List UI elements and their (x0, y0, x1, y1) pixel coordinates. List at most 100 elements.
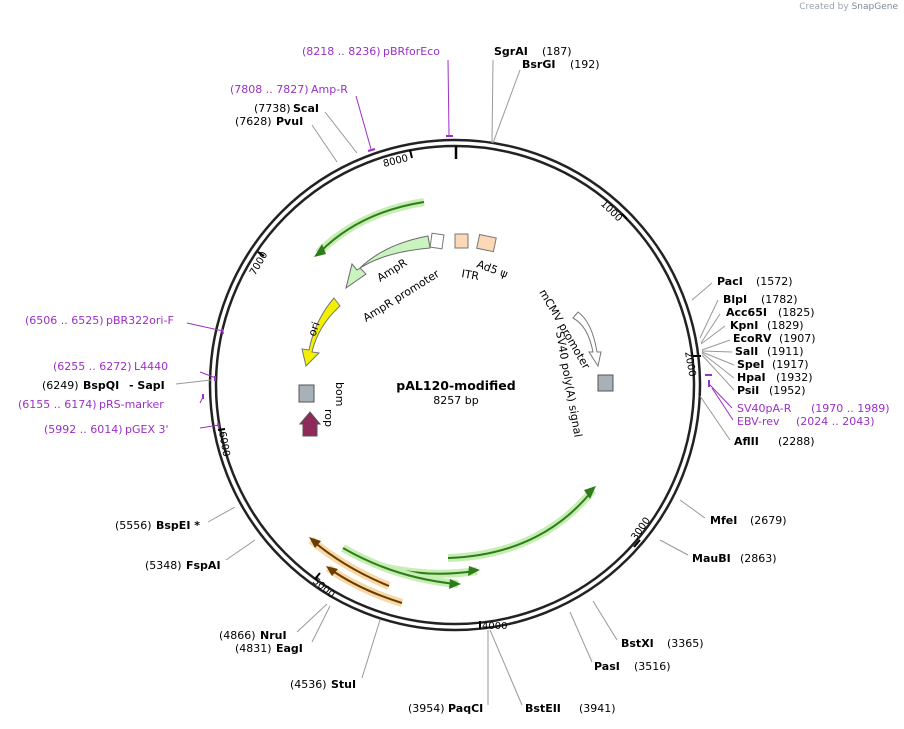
ad5-label: Ad5 ψ (475, 258, 510, 281)
leader-spei (701, 351, 735, 366)
tick-label-3000: 3000 (629, 516, 653, 543)
enzyme-pvui-pos: (7628) (235, 115, 272, 128)
leader-pasi (569, 611, 593, 663)
leader-aflii (699, 395, 731, 441)
primer-mark-ampr (367, 148, 376, 152)
tick-7000 (257, 251, 265, 257)
leader-acc65i (700, 313, 721, 344)
mcmv-promoter-arrow (572, 311, 602, 368)
enzyme-aflii: AflII (734, 435, 759, 448)
enzyme-paqci-pos: (3954) (408, 702, 445, 715)
green-arrow-bottom-right (447, 490, 593, 559)
enzyme-bspqi-pos: (6249) (42, 379, 79, 392)
enzyme-psii-pos: (1952) (769, 384, 806, 397)
tick-3000 (633, 539, 641, 548)
enzyme-sali: SalI (735, 345, 758, 358)
tick-label-7000: 7000 (248, 250, 270, 278)
enzyme-sali-pos: (1911) (767, 345, 804, 358)
snapgene-logo: SnapGene (851, 2, 898, 12)
primer-line-ebvrev (711, 387, 734, 421)
enzyme-eagi: EagI (276, 642, 303, 655)
primer-sv40pa: SV40pA-R (737, 402, 792, 415)
enzyme-fspai: FspAI (186, 559, 221, 572)
enzyme-sgrai-pos: (187) (542, 45, 572, 58)
tick-label-2000: 2000 (682, 351, 697, 378)
enzyme-kpni-pos: (1829) (767, 319, 804, 332)
leader-stui (361, 619, 381, 679)
enzyme-acc65i-pos: (1825) (778, 306, 815, 319)
orange-arrowhead-2 (326, 566, 338, 576)
enzyme-blpi: BlpI (723, 293, 747, 306)
leader-bspqi (175, 379, 212, 385)
primer-marks (202, 135, 712, 429)
itr-block (454, 233, 469, 249)
leader-lines (175, 59, 735, 706)
enzyme-pasi: PasI (594, 660, 620, 673)
enzyme-nrui-pos: (4866) (219, 629, 256, 642)
ad5-block (476, 233, 497, 253)
ori-label: ori (306, 320, 323, 338)
enzyme-spei: SpeI (737, 358, 764, 371)
enzyme-paqci: PaqCI (448, 702, 483, 715)
enzyme-bsrgi-pos: (192) (570, 58, 600, 71)
leader-eagi (311, 605, 331, 643)
bom-block (298, 384, 315, 403)
primer-line-pgex (199, 424, 220, 429)
plasmid-name: pAL120-modified (396, 378, 515, 393)
green-arrowhead-bottom-right (584, 486, 596, 499)
primer-l4440: L4440 (134, 360, 168, 373)
enzyme-maubi-pos: (2863) (740, 552, 777, 565)
green-arrow-bottom-low (342, 547, 457, 585)
green-arrowhead-bottom-mid (468, 566, 480, 576)
primer-pgex: pGEX 3' (125, 423, 169, 436)
leader-hpai (701, 352, 735, 379)
primer-line-l4440 (199, 371, 217, 379)
enzyme-fspai-pos: (5348) (145, 559, 182, 572)
enzyme-nrui: NruI (260, 629, 287, 642)
leader-maubi (659, 539, 689, 556)
primer-mark-pgex (217, 422, 220, 429)
primer-line-ampr (355, 95, 372, 150)
enzyme-psii: PsiI (737, 384, 759, 397)
leader-scai (324, 111, 358, 154)
leader-blpi (699, 299, 719, 339)
primer-labels: (8218 .. 8236) pBRforEco (7808 .. 7827) … (18, 45, 890, 436)
enzyme-eagi-pos: (4831) (235, 642, 272, 655)
green-arrowhead-top-left (314, 244, 326, 257)
enzyme-labels-left: (3954) PaqCI (4536) StuI (4831) EagI (48… (42, 102, 483, 715)
leader-psii (701, 354, 735, 391)
enzyme-acc65i: Acc65I (726, 306, 767, 319)
enzyme-sapi: - SapI (129, 379, 165, 392)
leader-bsteii (489, 629, 523, 706)
ampr-promoter-block (429, 232, 445, 250)
enzyme-bspqi: BspQI (83, 379, 119, 392)
green-arrow-bottom-right-halo (447, 487, 597, 562)
leader-bstxi (592, 600, 618, 641)
enzyme-ecorv-pos: (1907) (779, 332, 816, 345)
primer-ampr: Amp-R (311, 83, 348, 96)
green-arrow-bottom-low-halo (341, 544, 459, 588)
enzyme-labels-right: SgrAI (187) BsrGI (192) PacI (1572) BlpI… (494, 45, 816, 715)
primer-pbr322ori-pos: (6506 .. 6525) (25, 314, 104, 327)
enzyme-bsteii: BstEII (525, 702, 561, 715)
orange-arrow-1 (312, 540, 390, 587)
enzyme-mfei: MfeI (710, 514, 737, 527)
primer-pbrforeco-pos: (8218 .. 8236) (302, 45, 381, 58)
primer-line-pbrforeco (447, 59, 450, 136)
enzyme-scai-pos: (7738) (254, 102, 291, 115)
tick-8000 (409, 149, 413, 159)
enzyme-maubi: MauBI (692, 552, 731, 565)
ori-arrow (301, 297, 341, 367)
primer-pbr322ori: pBR322ori-F (106, 314, 174, 327)
enzyme-paci: PacI (717, 275, 743, 288)
enzyme-ecorv: EcoRV (733, 332, 772, 345)
leader-bspei (207, 506, 236, 523)
credit-prefix: Created by (799, 2, 849, 12)
primer-sv40pa-pos: (1970 .. 1989) (811, 402, 890, 415)
leader-sgrai (491, 59, 494, 144)
tick-1000 (621, 213, 628, 220)
enzyme-paci-pos: (1572) (756, 275, 793, 288)
primer-pbrforeco: pBRforEco (383, 45, 440, 58)
primer-ebvrev: EBV-rev (737, 415, 780, 428)
leader-paci (691, 282, 713, 301)
